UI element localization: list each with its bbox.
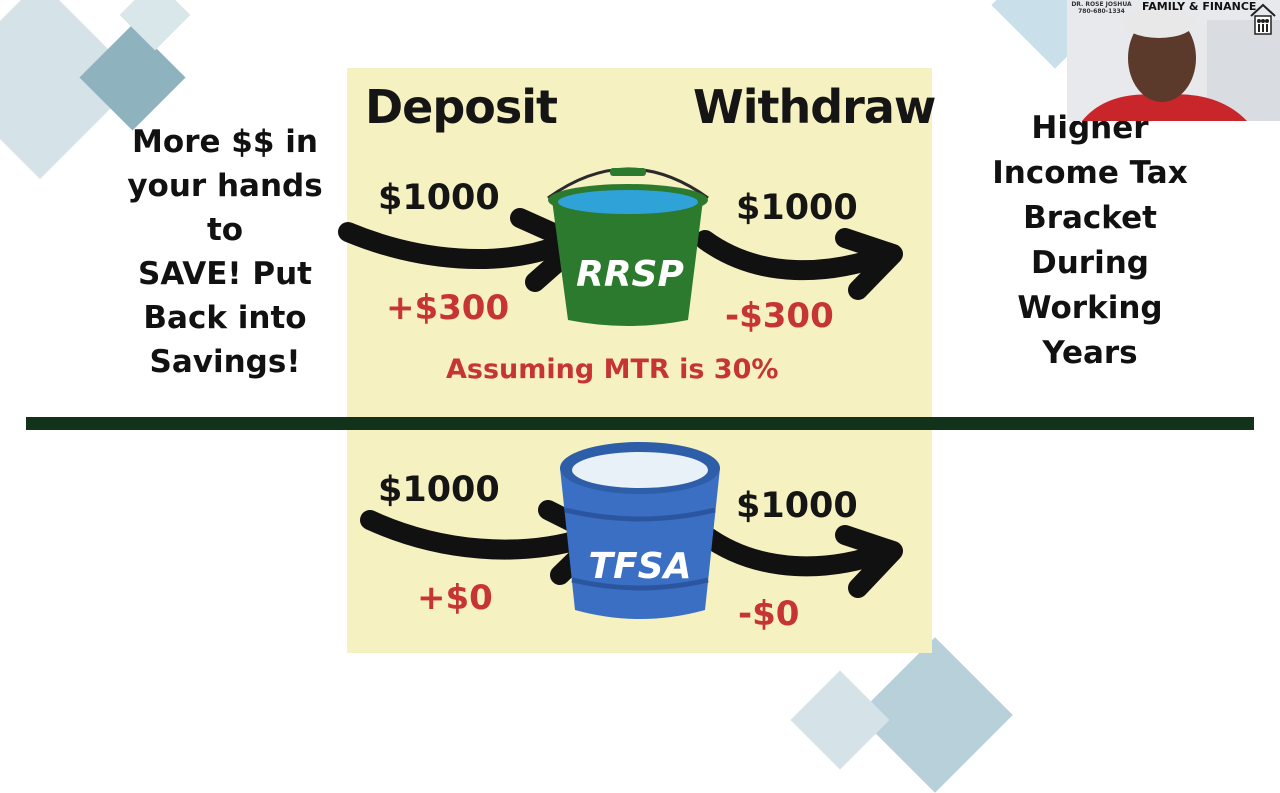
section-divider	[26, 417, 1254, 430]
left-callout-line: your hands to	[127, 168, 323, 248]
right-callout-line: During	[1031, 245, 1149, 281]
left-callout: More $$ in your hands to SAVE! Put Back …	[105, 120, 345, 384]
family-home-icon	[1249, 2, 1277, 36]
presenter-video	[1067, 0, 1280, 121]
webcam-overlay	[1067, 0, 1280, 121]
rrsp-bucket-label: RRSP	[576, 254, 684, 295]
tfsa-bucket-label: TFSA	[588, 546, 692, 587]
presenter-name-text: DR. ROSE JOSHUA	[1071, 1, 1132, 8]
tfsa-deposit-tax: +$0	[417, 578, 493, 618]
brand-name: FAMILY & FINANCE	[1142, 0, 1257, 13]
tfsa-withdraw-tax: -$0	[738, 594, 800, 634]
left-callout-line: Savings!	[149, 344, 301, 380]
tfsa-bucket-icon	[560, 442, 720, 619]
right-callout-line: Years	[1042, 335, 1138, 371]
presenter-phone-text: 780-680-1334	[1078, 8, 1125, 15]
left-callout-line: Back into	[143, 300, 307, 336]
mtr-assumption-note: Assuming MTR is 30%	[446, 354, 779, 385]
deposit-heading: Deposit	[365, 80, 558, 134]
presenter-name: DR. ROSE JOSHUA 780-680-1334	[1069, 1, 1134, 15]
rrsp-bucket-icon	[547, 167, 709, 326]
rrsp-withdraw-amount: $1000	[736, 188, 858, 228]
right-callout: Higher Income Tax Bracket During Working…	[980, 106, 1200, 376]
rrsp-deposit-amount: $1000	[378, 178, 500, 218]
left-callout-line: SAVE! Put	[138, 256, 312, 292]
withdraw-heading: Withdraw	[693, 80, 936, 134]
right-callout-line: Bracket	[1023, 200, 1157, 236]
right-callout-line: Income Tax	[992, 155, 1188, 191]
right-callout-line: Working	[1017, 290, 1163, 326]
rrsp-withdraw-tax: -$300	[725, 296, 834, 336]
tfsa-deposit-amount: $1000	[378, 470, 500, 510]
tfsa-withdraw-amount: $1000	[736, 486, 858, 526]
arrow-icon	[338, 208, 588, 292]
left-callout-line: More $$ in	[132, 124, 318, 160]
diagram-graphics	[338, 167, 903, 619]
rrsp-deposit-tax: +$300	[386, 288, 510, 328]
arrow-icon	[695, 228, 903, 300]
arrow-icon	[695, 525, 903, 598]
